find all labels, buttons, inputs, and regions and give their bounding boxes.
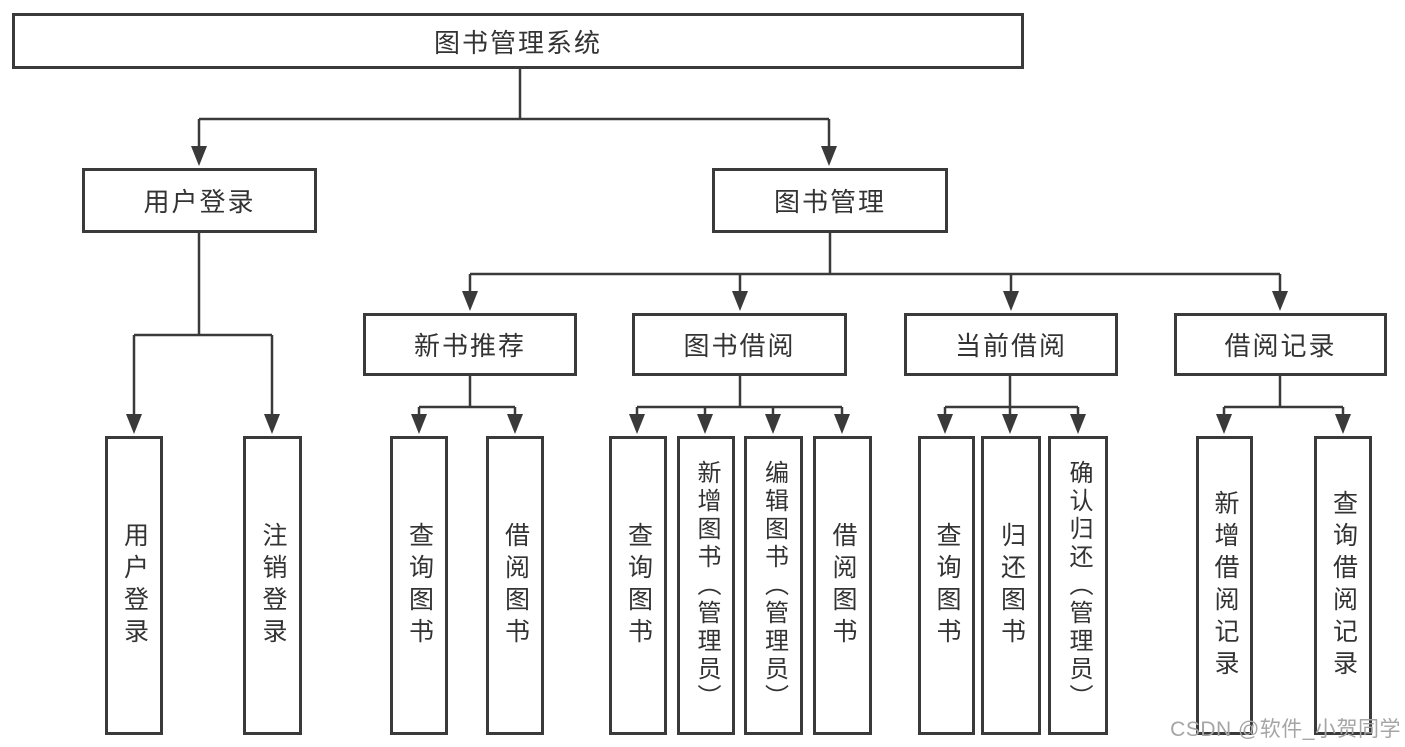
leaf-query-books-current: 查询图书 <box>918 436 975 735</box>
connector-records-to-leaves <box>1216 376 1351 434</box>
node-book-borrow: 图书借阅 <box>632 313 847 376</box>
leaf-query-borrow-record: 查询借阅记录 <box>1314 436 1372 735</box>
leaf-borrow-books: 借阅图书 <box>813 436 872 735</box>
node-user-login: 用户登录 <box>82 168 317 233</box>
node-current-borrow: 当前借阅 <box>904 313 1118 376</box>
leaf-confirm-return-admin: 确认归还（管理员） <box>1048 436 1108 735</box>
connector-login-to-leaves <box>126 233 280 434</box>
node-borrow-records: 借阅记录 <box>1174 313 1387 376</box>
node-new-book-recommend: 新书推荐 <box>363 313 577 376</box>
node-book-management: 图书管理 <box>712 168 948 233</box>
leaf-query-books-borrow: 查询图书 <box>609 436 667 735</box>
connector-current-to-leaves <box>937 376 1086 434</box>
leaf-borrow-books-recommend: 借阅图书 <box>486 436 544 735</box>
leaf-add-borrow-record: 新增借阅记录 <box>1196 436 1253 735</box>
node-root-system: 图书管理系统 <box>12 13 1024 69</box>
leaf-user-login: 用户登录 <box>105 436 163 735</box>
leaf-edit-books-admin: 编辑图书（管理员） <box>744 436 803 735</box>
connector-newbooks-to-leaves <box>411 376 523 434</box>
connector-root-to-level2 <box>191 69 837 166</box>
leaf-return-books: 归还图书 <box>981 436 1041 735</box>
leaf-add-books-admin: 新增图书（管理员） <box>677 436 735 735</box>
connector-borrow-to-leaves <box>629 376 850 434</box>
connector-management-to-level3 <box>462 233 1288 311</box>
csdn-watermark: CSDN @软件_小贺同学 <box>1170 718 1401 741</box>
leaf-logout: 注销登录 <box>243 436 302 735</box>
leaf-query-books-recommend: 查询图书 <box>390 436 448 735</box>
